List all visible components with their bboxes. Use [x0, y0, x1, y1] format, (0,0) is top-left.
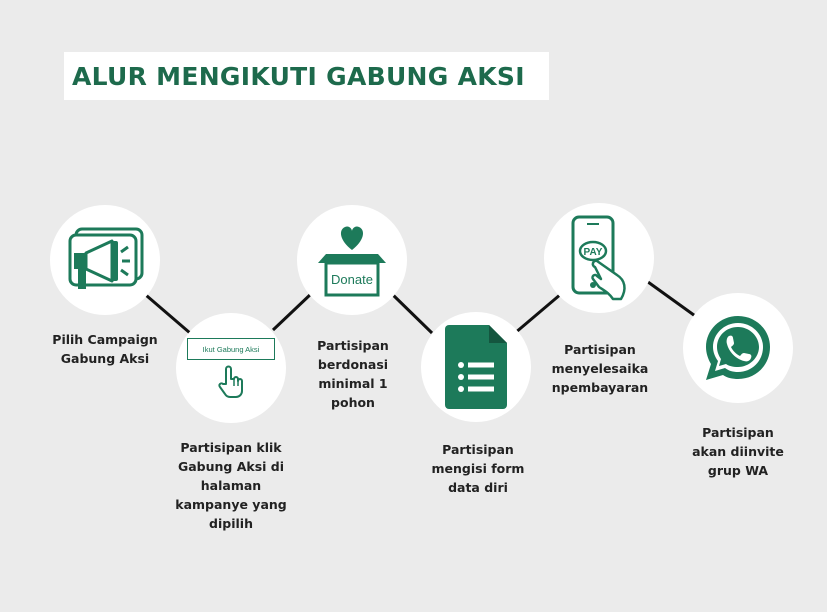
step-4-circle — [421, 312, 531, 422]
step-2-circle: Ikut Gabung Aksi — [176, 313, 286, 423]
step-3-circle: Donate — [297, 205, 407, 315]
step-2-label: Partisipan klik Gabung Aksi di halaman k… — [175, 440, 287, 531]
step-5-circle: PAY — [544, 203, 654, 313]
donate-box-icon: Donate — [318, 226, 386, 297]
donate-text: Donate — [331, 272, 373, 287]
step-1-circle — [50, 205, 160, 315]
page-title: ALUR MENGIKUTI GABUNG AKSI — [72, 61, 525, 91]
step-4-label: Partisipan mengisi form data diri — [431, 442, 525, 495]
step-1-label: Pilih Campaign Gabung Aksi — [52, 332, 158, 366]
step-6-label: Partisipan akan diinvite grup WA — [692, 425, 784, 478]
megaphone-icon — [68, 227, 144, 289]
step-6-circle — [683, 293, 793, 403]
form-document-icon — [445, 325, 507, 409]
phone-pay-icon: PAY — [571, 215, 626, 301]
hand-pointer-icon — [218, 365, 243, 398]
whatsapp-icon — [706, 316, 770, 380]
step-5-label: Partisipan menyelesaika npembayaran — [551, 342, 649, 395]
step-3-label: Partisipan berdonasi minimal 1 pohon — [317, 338, 389, 410]
pay-text: PAY — [584, 247, 603, 258]
title-box: ALUR MENGIKUTI GABUNG AKSI — [64, 52, 549, 100]
ikut-gabung-aksi-button: Ikut Gabung Aksi — [187, 338, 275, 360]
